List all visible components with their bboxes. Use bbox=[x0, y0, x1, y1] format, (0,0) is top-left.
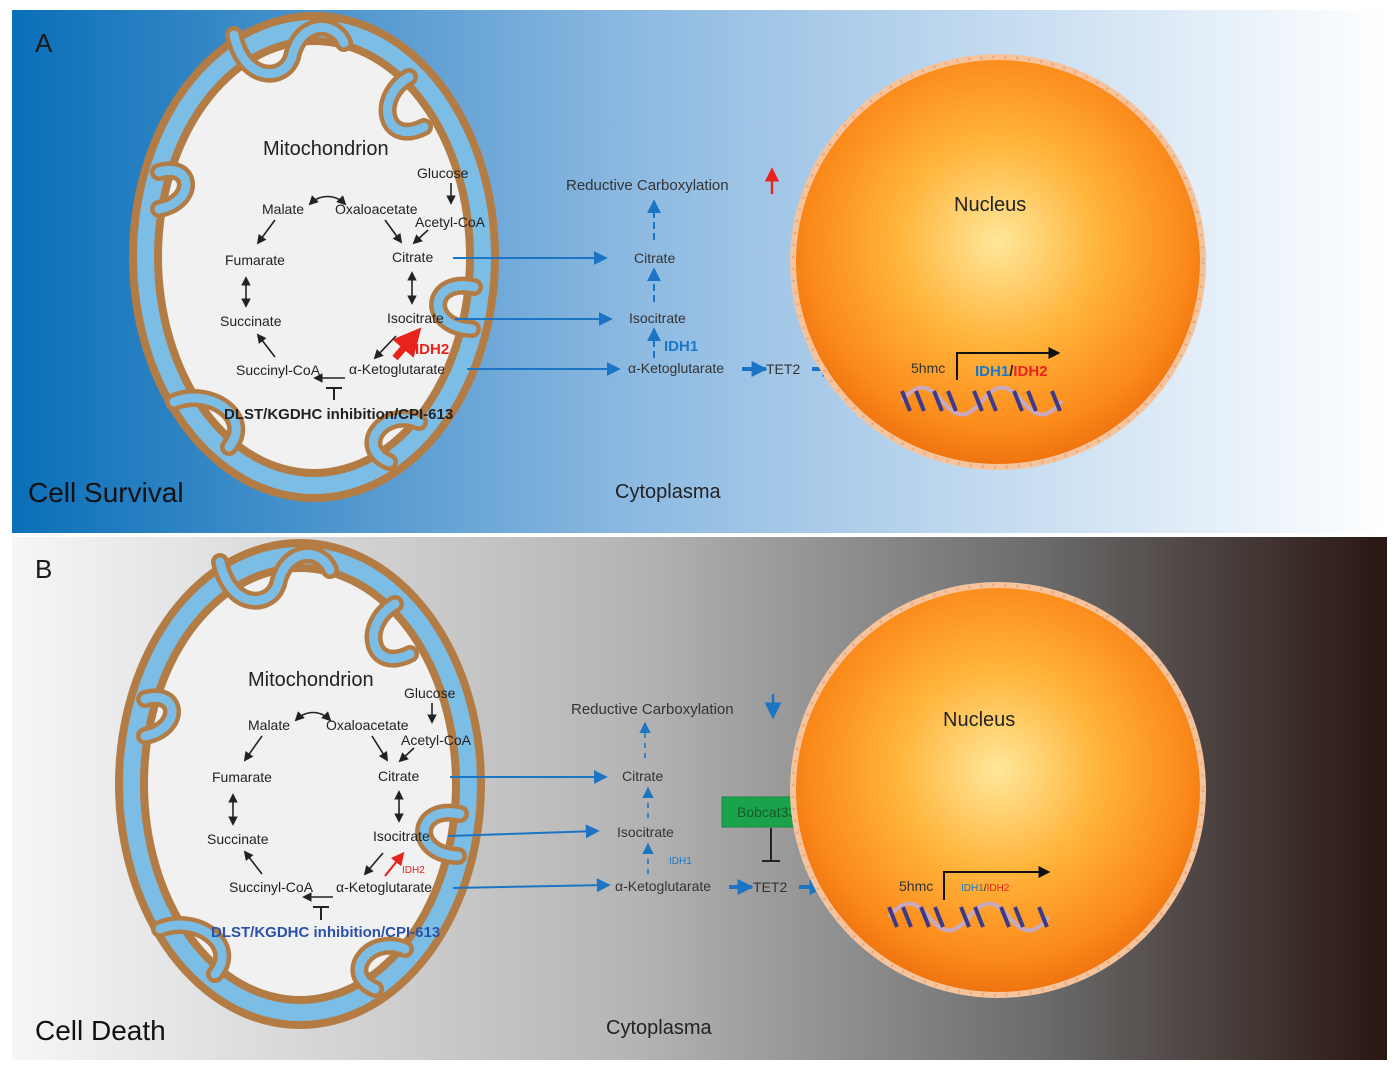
gene-label: IDH1/IDH2 bbox=[975, 363, 1048, 380]
glucose-label: Glucose bbox=[404, 685, 456, 701]
reductive-carboxylation-label: Reductive Carboxylation bbox=[571, 701, 734, 718]
akg-label: α-Ketoglutarate bbox=[349, 361, 445, 377]
idh1-label: IDH1 bbox=[669, 856, 692, 867]
gene-promoter-arrow bbox=[956, 347, 1061, 380]
succinate-label: Succinate bbox=[220, 313, 282, 329]
gene-idh2: IDH2 bbox=[1013, 363, 1047, 380]
panel-a-cytoplasm-pathway: Reductive Carboxylation Citrate Isocitra… bbox=[566, 167, 907, 377]
bobcat339-label: Bobcat339 bbox=[737, 804, 804, 820]
panel-a-mitochondrion bbox=[129, 12, 499, 502]
acetyl-coa-label: Acetyl-CoA bbox=[401, 732, 472, 748]
gene-sep: / bbox=[1009, 363, 1014, 380]
oaa-citrate-arrow bbox=[384, 219, 403, 244]
panel-a-nucleus: Nucleus 5hmc IDH1/IDH2 bbox=[790, 54, 1206, 470]
five-hmc-label: 5hmc bbox=[899, 878, 933, 894]
inhibition-tbar bbox=[326, 387, 342, 400]
akg-label: α-Ketoglutarate bbox=[336, 879, 432, 895]
panel-a-compartment: Cytoplasma bbox=[615, 481, 721, 503]
succinyl-coa-label: Succinyl-CoA bbox=[236, 362, 321, 378]
panel-b-nucleus: Nucleus 5hmc IDH1/IDH2 bbox=[790, 582, 1206, 998]
succinate-succinylcoa-arrow bbox=[243, 850, 263, 875]
oaa-citrate-arrow bbox=[371, 735, 389, 762]
malate-fumarate-arrow bbox=[243, 735, 263, 762]
tet2-label: TET2 bbox=[753, 879, 787, 895]
oxaloacetate-label: Oxaloacetate bbox=[335, 201, 418, 217]
gene-idh1: IDH1 bbox=[975, 363, 1009, 380]
akg-export-arrow bbox=[452, 878, 611, 893]
succinyl-coa-label: Succinyl-CoA bbox=[229, 879, 314, 895]
acetyl-citrate-arrow bbox=[412, 229, 429, 245]
panel-b-mitochondrion bbox=[115, 539, 485, 1029]
malate-label: Malate bbox=[262, 201, 304, 217]
malate-fumarate-arrow bbox=[256, 219, 276, 245]
citrate-label: Citrate bbox=[392, 249, 433, 265]
idh2-label: IDH2 bbox=[415, 341, 449, 358]
idh2-reverse-arrow bbox=[392, 327, 422, 361]
idh2-label: IDH2 bbox=[402, 865, 425, 876]
panel-b-letter: B bbox=[35, 554, 52, 584]
acetyl-citrate-arrow bbox=[398, 747, 415, 763]
panel-b-tca-cycle: Mitochondrion Glucose Malate Oxaloacetat… bbox=[207, 669, 472, 941]
succinate-succinylcoa-arrow bbox=[256, 333, 276, 358]
succinate-label: Succinate bbox=[207, 831, 269, 847]
idh1-label: IDH1 bbox=[664, 338, 698, 355]
five-hmc-label: 5hmc bbox=[911, 360, 945, 376]
nucleus-title: Nucleus bbox=[943, 709, 1015, 731]
mito-title: Mitochondrion bbox=[248, 669, 374, 691]
glucose-label: Glucose bbox=[417, 165, 469, 181]
oxaloacetate-label: Oxaloacetate bbox=[326, 717, 409, 733]
gene-sep: / bbox=[984, 883, 987, 894]
bobcat339-tbar bbox=[762, 828, 780, 862]
isocitrate-label: Isocitrate bbox=[387, 310, 444, 326]
malate-oaa-arrow bbox=[294, 711, 332, 722]
panel-a: A Cell Survival Cytoplasma Mitochondrion… bbox=[12, 10, 1387, 533]
isocitrate-export-arrow bbox=[447, 824, 600, 839]
acetyl-coa-label: Acetyl-CoA bbox=[415, 214, 486, 230]
panel-b: B Cell Death Cytoplasma Mitochondrion Gl… bbox=[12, 537, 1387, 1060]
panel-a-tca-cycle: Mitochondrion Glucose Malate Oxaloacetat… bbox=[220, 138, 486, 423]
gene-label: IDH1/IDH2 bbox=[961, 883, 1010, 894]
fumarate-label: Fumarate bbox=[225, 252, 285, 268]
cyto-akg-label: α-Ketoglutarate bbox=[615, 878, 711, 894]
cyto-isocitrate-label: Isocitrate bbox=[629, 310, 686, 326]
idh2-reverse-arrow bbox=[384, 851, 405, 877]
gene-idh1: IDH1 bbox=[961, 883, 984, 894]
gene-idh2: IDH2 bbox=[987, 883, 1010, 894]
reductive-carboxylation-label: Reductive Carboxylation bbox=[566, 177, 729, 194]
cyto-isocitrate-label: Isocitrate bbox=[617, 824, 674, 840]
inhibition-label: DLST/KGDHC inhibition/CPI-613 bbox=[211, 924, 440, 941]
nucleus-title: Nucleus bbox=[954, 194, 1026, 216]
malate-label: Malate bbox=[248, 717, 290, 733]
isocitrate-label: Isocitrate bbox=[373, 828, 430, 844]
panel-b-condition: Cell Death bbox=[35, 1015, 166, 1046]
fumarate-label: Fumarate bbox=[212, 769, 272, 785]
mito-title: Mitochondrion bbox=[263, 138, 389, 160]
panel-a-letter: A bbox=[35, 28, 53, 58]
inhibition-label: DLST/KGDHC inhibition/CPI-613 bbox=[224, 406, 453, 423]
citrate-label: Citrate bbox=[378, 768, 419, 784]
panel-b-compartment: Cytoplasma bbox=[606, 1017, 712, 1039]
malate-oaa-arrow bbox=[308, 195, 347, 206]
tet2-label: TET2 bbox=[766, 361, 800, 377]
panel-a-condition: Cell Survival bbox=[28, 477, 184, 508]
inhibition-tbar bbox=[313, 906, 329, 920]
cyto-akg-label: α-Ketoglutarate bbox=[628, 360, 724, 376]
isocitrate-akg-arrow bbox=[363, 852, 384, 876]
cyto-citrate-label: Citrate bbox=[622, 768, 663, 784]
cyto-citrate-label: Citrate bbox=[634, 250, 675, 266]
gene-promoter-arrow bbox=[943, 866, 1051, 900]
